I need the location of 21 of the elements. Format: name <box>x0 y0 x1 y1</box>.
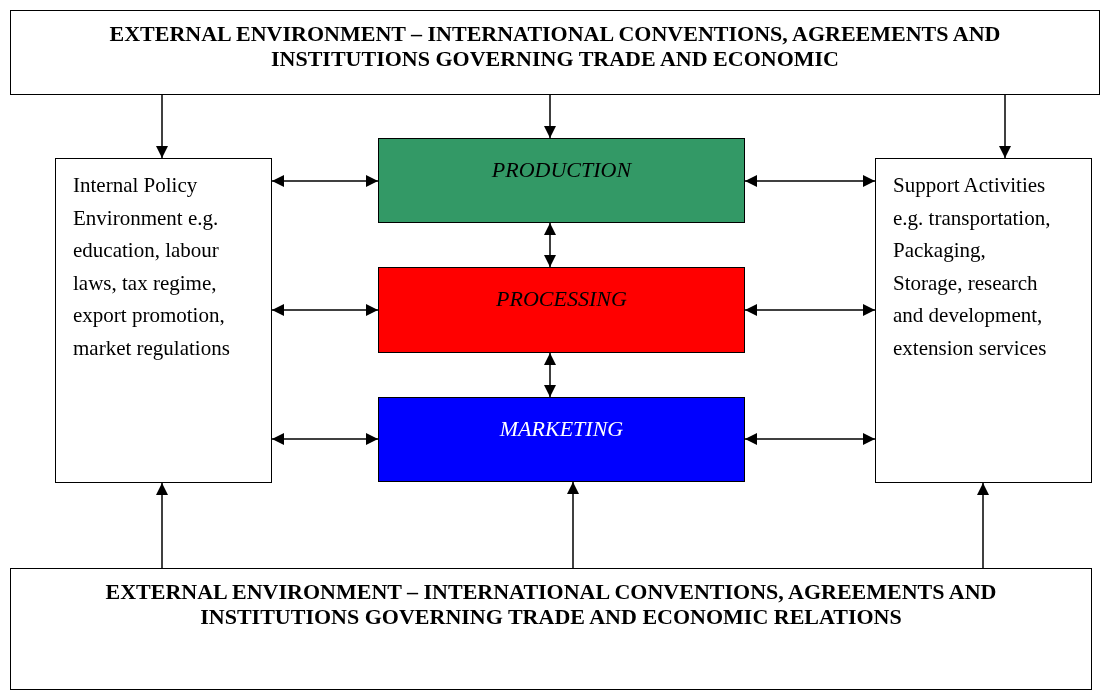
arrow <box>999 94 1011 159</box>
arrow <box>977 482 989 569</box>
arrow <box>544 222 556 268</box>
arrow <box>544 94 556 139</box>
arrow <box>271 433 379 445</box>
stage-box: PRODUCTION <box>378 138 745 223</box>
arrow <box>271 175 379 187</box>
side-box: Internal Policy Environment e.g. education, labour laws, tax regime, export promotion, market regulations <box>55 158 272 483</box>
arrow <box>271 304 379 316</box>
stage-box: PROCESSING <box>378 267 745 353</box>
arrow <box>744 304 876 316</box>
stage-box: MARKETING <box>378 397 745 482</box>
environment-box: EXTERNAL ENVIRONMENT – INTERNATIONAL CONVENTIONS, AGREEMENTS AND INSTITUTIONS GOVERNING TRADE AND ECONOMIC <box>10 10 1100 95</box>
arrow <box>567 481 579 569</box>
arrow <box>156 94 168 159</box>
arrow <box>744 433 876 445</box>
arrow <box>156 482 168 569</box>
side-box: Support Activities e.g. transportation, Packaging, Storage, research and development, extension services <box>875 158 1092 483</box>
arrow <box>544 352 556 398</box>
environment-box: EXTERNAL ENVIRONMENT – INTERNATIONAL CONVENTIONS, AGREEMENTS AND INSTITUTIONS GOVERNING TRADE AND ECONOMIC RELATIONS <box>10 568 1092 690</box>
arrow <box>744 175 876 187</box>
